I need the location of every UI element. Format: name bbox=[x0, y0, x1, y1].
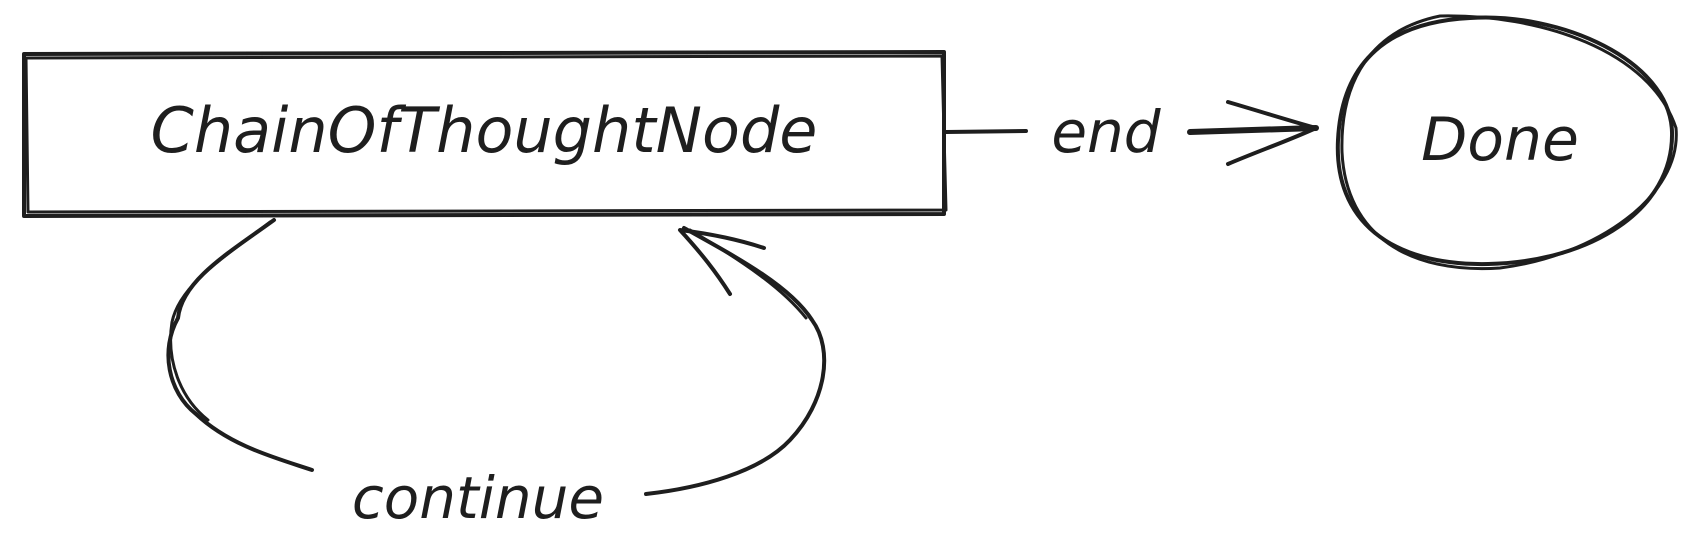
node-chain-of-thought[interactable]: ChainOfThoughtNode bbox=[22, 50, 948, 218]
node-done[interactable]: Done bbox=[1335, 14, 1678, 271]
edge-end[interactable]: end bbox=[944, 98, 1319, 166]
edge-end-label: end bbox=[1051, 98, 1161, 166]
edge-continue-label: continue bbox=[352, 464, 604, 532]
node-done-label: Done bbox=[1421, 105, 1579, 175]
edge-end-arrowhead bbox=[1226, 100, 1318, 166]
edge-continue-arrowhead bbox=[678, 228, 766, 296]
edge-continue[interactable]: continue bbox=[166, 218, 827, 532]
node-chain-of-thought-label: ChainOfThoughtNode bbox=[151, 94, 818, 167]
